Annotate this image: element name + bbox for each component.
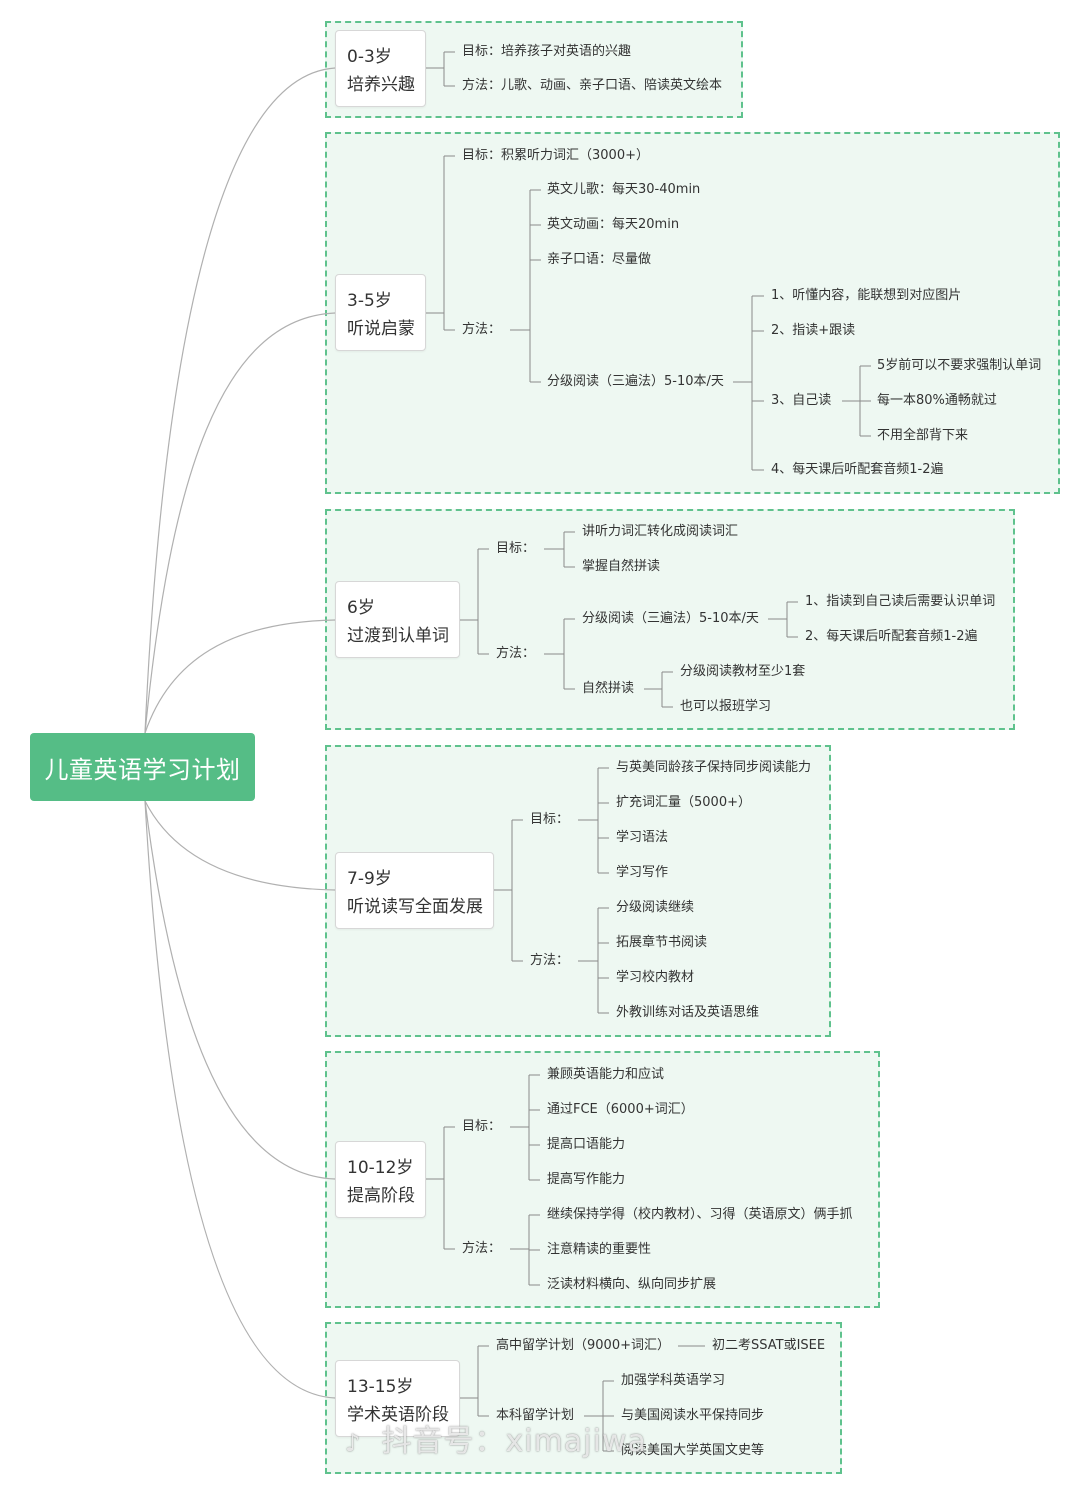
- s1-reading-step-3[interactable]: 3、自己读: [771, 393, 832, 408]
- s1-step3-note-b[interactable]: 每一本80%通畅就过: [877, 393, 997, 408]
- stage-node-13-15[interactable]: 13-15岁 学术英语阶段: [335, 1360, 460, 1437]
- root-link-7-9: [144, 800, 336, 891]
- s1-step3-note-a[interactable]: 5岁前可以不要求强制认单词: [877, 358, 1042, 373]
- s2-reading-note-2[interactable]: 2、每天课后听配套音频1-2遍: [805, 629, 978, 644]
- s3-goal-1[interactable]: 与英美同龄孩子保持同步阅读能力: [616, 760, 812, 775]
- stage-age: 7-9岁: [347, 869, 392, 889]
- s4-goal-4[interactable]: 提高写作能力: [547, 1172, 626, 1187]
- s4-method-2[interactable]: 注意精读的重要性: [547, 1242, 652, 1257]
- s3-goal[interactable]: 目标：: [530, 812, 570, 827]
- s1-method-graded-reading[interactable]: 分级阅读（三遍法）5-10本/天: [547, 374, 724, 389]
- group-13-15: [325, 1322, 842, 1474]
- s4-method[interactable]: 方法：: [462, 1241, 502, 1256]
- s5-undergrad-note-1[interactable]: 加强学科英语学习: [621, 1373, 726, 1388]
- root-title: 儿童英语学习计划: [44, 755, 241, 784]
- music-note-icon: ♪: [345, 1429, 362, 1457]
- s1-step3-note-c[interactable]: 不用全部背下来: [877, 428, 969, 443]
- s1-method-songs[interactable]: 英文儿歌：每天30-40min: [547, 182, 701, 197]
- stage-name: 学术英语阶段: [347, 1405, 449, 1425]
- s1-reading-step-1[interactable]: 1、听懂内容，能联想到对应图片: [771, 288, 962, 303]
- s3-method[interactable]: 方法：: [530, 953, 570, 968]
- root-link-10-12: [144, 800, 336, 1180]
- stage-name: 提高阶段: [347, 1186, 415, 1206]
- stage-age: 3-5岁: [347, 291, 392, 311]
- s4-goal-3[interactable]: 提高口语能力: [547, 1137, 626, 1152]
- stage-node-0-3[interactable]: 0-3岁 培养兴趣: [335, 30, 426, 107]
- s5-undergrad-note-3[interactable]: 阅读美国大学英国文史等: [621, 1443, 765, 1458]
- s4-goal-2[interactable]: 通过FCE（6000+词汇）: [547, 1102, 694, 1117]
- s2-method[interactable]: 方法：: [496, 646, 536, 661]
- root-node[interactable]: 儿童英语学习计划: [30, 733, 255, 801]
- stage-node-7-9[interactable]: 7-9岁 听说读写全面发展: [335, 852, 494, 929]
- s5-undergrad-note-2[interactable]: 与美国阅读水平保持同步: [621, 1408, 765, 1423]
- s3-method-3[interactable]: 学习校内教材: [616, 970, 695, 985]
- s1-goal[interactable]: 目标：积累听力词汇（3000+）: [462, 148, 649, 163]
- root-link-6: [144, 619, 336, 734]
- s3-goal-2[interactable]: 扩充词汇量（5000+）: [616, 795, 751, 810]
- s5-undergrad-plan[interactable]: 本科留学计划: [496, 1408, 575, 1423]
- s3-method-2[interactable]: 拓展章节书阅读: [616, 935, 708, 950]
- s2-method-phonics[interactable]: 自然拼读: [582, 681, 635, 696]
- s3-goal-4[interactable]: 学习写作: [616, 865, 669, 880]
- stage-name: 听说读写全面发展: [347, 897, 483, 917]
- s2-phonics-note-1[interactable]: 分级阅读教材至少1套: [680, 664, 806, 679]
- stage-node-3-5[interactable]: 3-5岁 听说启蒙: [335, 274, 426, 351]
- root-link-0-3: [144, 67, 336, 734]
- watermark: ♪ 抖音号：ximajiwa: [345, 1423, 647, 1462]
- s2-method-graded-reading[interactable]: 分级阅读（三遍法）5-10本/天: [582, 611, 759, 626]
- stage-age: 10-12岁: [347, 1158, 414, 1178]
- s2-goal-2[interactable]: 掌握自然拼读: [582, 559, 661, 574]
- s1-reading-step-2[interactable]: 2、指读+跟读: [771, 323, 856, 338]
- s5-highschool-plan[interactable]: 高中留学计划（9000+词汇）: [496, 1338, 670, 1353]
- stage-age: 13-15岁: [347, 1377, 414, 1397]
- s0-goal[interactable]: 目标：培养孩子对英语的兴趣: [462, 44, 632, 59]
- s4-method-1[interactable]: 继续保持学得（校内教材）、习得（英语原文）俩手抓: [547, 1207, 853, 1222]
- stage-age: 6岁: [347, 598, 375, 618]
- s1-reading-step-4[interactable]: 4、每天课后听配套音频1-2遍: [771, 462, 944, 477]
- stage-age: 0-3岁: [347, 47, 392, 67]
- root-link-3-5: [144, 312, 336, 734]
- s4-goal[interactable]: 目标：: [462, 1119, 502, 1134]
- s4-goal-1[interactable]: 兼顾英语能力和应试: [547, 1067, 665, 1082]
- s3-goal-3[interactable]: 学习语法: [616, 830, 669, 845]
- s2-goal[interactable]: 目标：: [496, 541, 536, 556]
- s1-method-cartoons[interactable]: 英文动画：每天20min: [547, 217, 680, 232]
- s4-method-3[interactable]: 泛读材料横向、纵向同步扩展: [547, 1277, 717, 1292]
- stage-name: 过渡到认单词: [347, 626, 449, 646]
- s3-method-4[interactable]: 外教训练对话及英语思维: [616, 1005, 760, 1020]
- stage-node-6[interactable]: 6岁 过渡到认单词: [335, 581, 460, 658]
- stage-name: 听说启蒙: [347, 319, 415, 339]
- s0-method[interactable]: 方法：儿歌、动画、亲子口语、陪读英文绘本: [462, 78, 723, 93]
- s2-reading-note-1[interactable]: 1、指读到自己读后需要认识单词: [805, 594, 996, 609]
- s3-method-1[interactable]: 分级阅读继续: [616, 900, 695, 915]
- watermark-text: 抖音号：ximajiwa: [381, 1424, 647, 1459]
- stage-node-10-12[interactable]: 10-12岁 提高阶段: [335, 1141, 426, 1218]
- s5-highschool-note[interactable]: 初二考SSAT或ISEE: [712, 1338, 826, 1353]
- s1-method-speaking[interactable]: 亲子口语：尽量做: [547, 252, 652, 267]
- root-link-13-15: [144, 800, 336, 1399]
- stage-name: 培养兴趣: [347, 75, 415, 95]
- s1-method[interactable]: 方法：: [462, 322, 502, 337]
- s2-phonics-note-2[interactable]: 也可以报班学习: [680, 699, 772, 714]
- s2-goal-1[interactable]: 讲听力词汇转化成阅读词汇: [582, 524, 739, 539]
